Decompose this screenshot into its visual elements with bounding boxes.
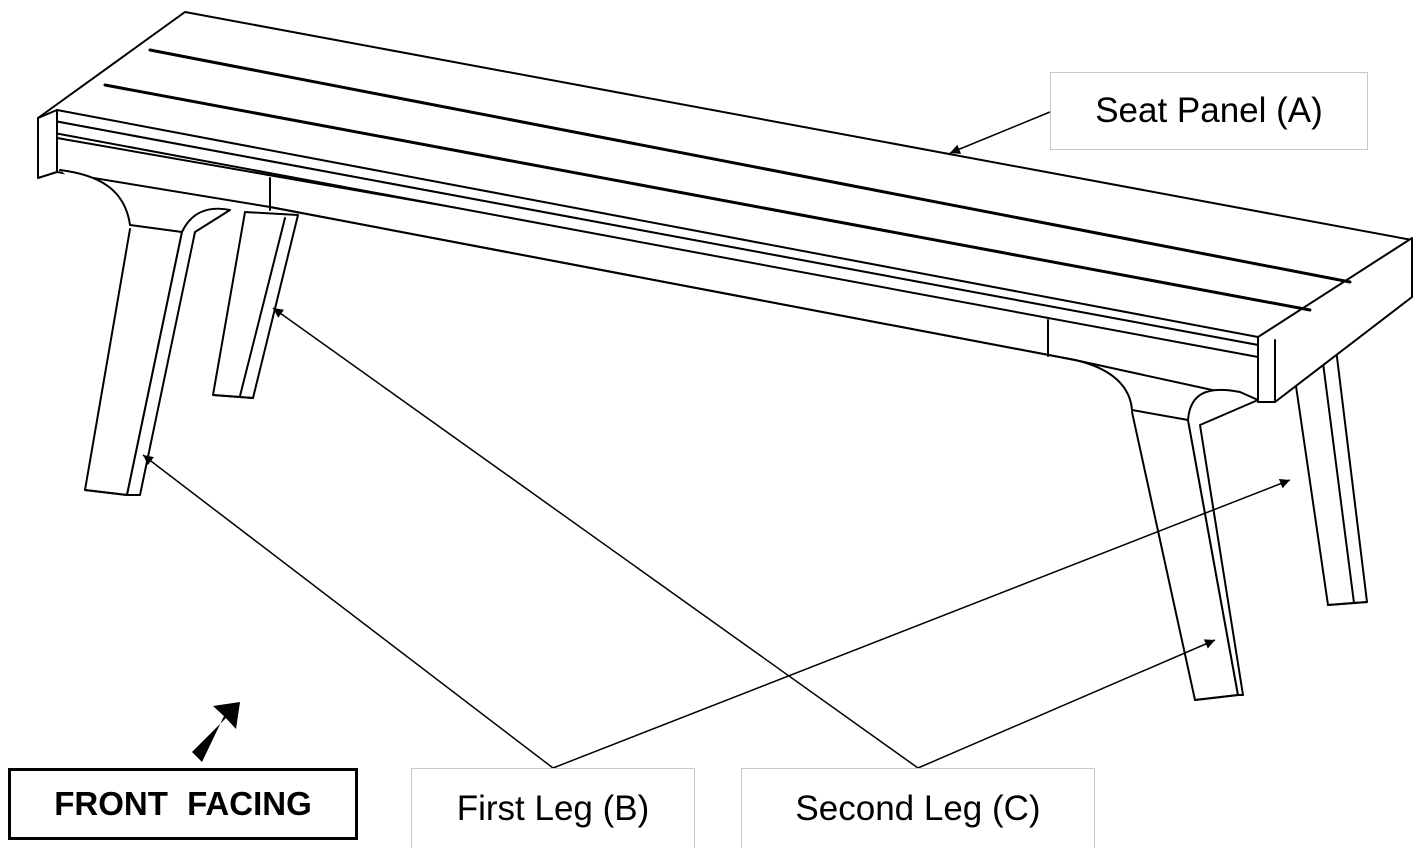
front-facing-label: FRONT FACING xyxy=(8,768,358,840)
seat-end-cap-left xyxy=(37,109,58,179)
front-leg-right xyxy=(1074,359,1259,701)
leader-second-leg-left xyxy=(272,307,919,769)
leader-seat-panel xyxy=(949,111,1051,154)
seat-board-line-2 xyxy=(103,83,1312,312)
seat-panel-label: Seat Panel (A) xyxy=(1050,72,1368,150)
leader-first-leg-left xyxy=(142,454,554,769)
leader-second-leg-right xyxy=(917,639,1216,769)
seat-board-line-1 xyxy=(148,48,1352,284)
seat-end-cap-right xyxy=(1257,237,1413,403)
back-leg-right xyxy=(1289,344,1368,606)
back-leg-left xyxy=(212,211,299,399)
arrow-up-right-icon xyxy=(192,702,240,762)
leader-first-leg-right xyxy=(552,478,1291,769)
first-leg-label: First Leg (B) xyxy=(411,768,695,848)
second-leg-label: Second Leg (C) xyxy=(741,768,1095,848)
front-leg-left xyxy=(59,169,231,496)
